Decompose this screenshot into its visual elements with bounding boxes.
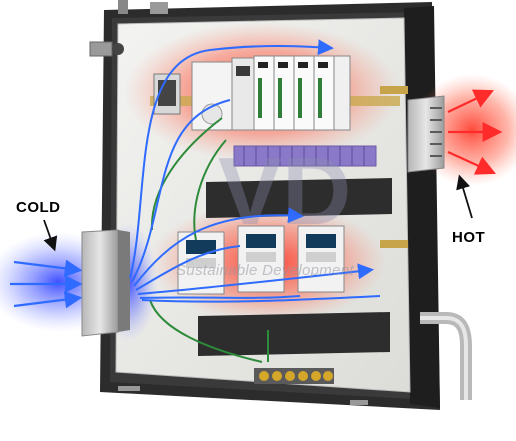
wire-duct-upper (206, 178, 392, 218)
motor-drive-1 (177, 231, 225, 295)
ground-wire (150, 117, 223, 231)
motor-drive-3 (297, 225, 345, 293)
cold-label: COLD (16, 199, 61, 216)
din-rail-right (380, 86, 408, 94)
ground-bus-bar (254, 368, 334, 384)
plc-rack (191, 55, 351, 131)
enclosure-feet (118, 386, 368, 405)
airflow-lines (129, 39, 381, 303)
ground-wire-2 (193, 139, 227, 241)
hot-pointer (456, 174, 473, 219)
hot-label: HOT (452, 229, 486, 246)
cable-gland (89, 41, 124, 57)
cold-inflow-arrows (10, 259, 83, 309)
ground-wire-3 (149, 299, 263, 363)
intake-fan-vent (81, 229, 130, 337)
cold-pointer (43, 219, 58, 252)
din-rail-mid-right (380, 240, 408, 248)
terminal-strip (233, 145, 377, 167)
hot-outflow-arrows (447, 89, 503, 175)
wire-duct-lower (198, 312, 390, 356)
exhaust-fan-vent (407, 95, 445, 173)
watermark-tagline: Sustainable Development (176, 262, 354, 279)
